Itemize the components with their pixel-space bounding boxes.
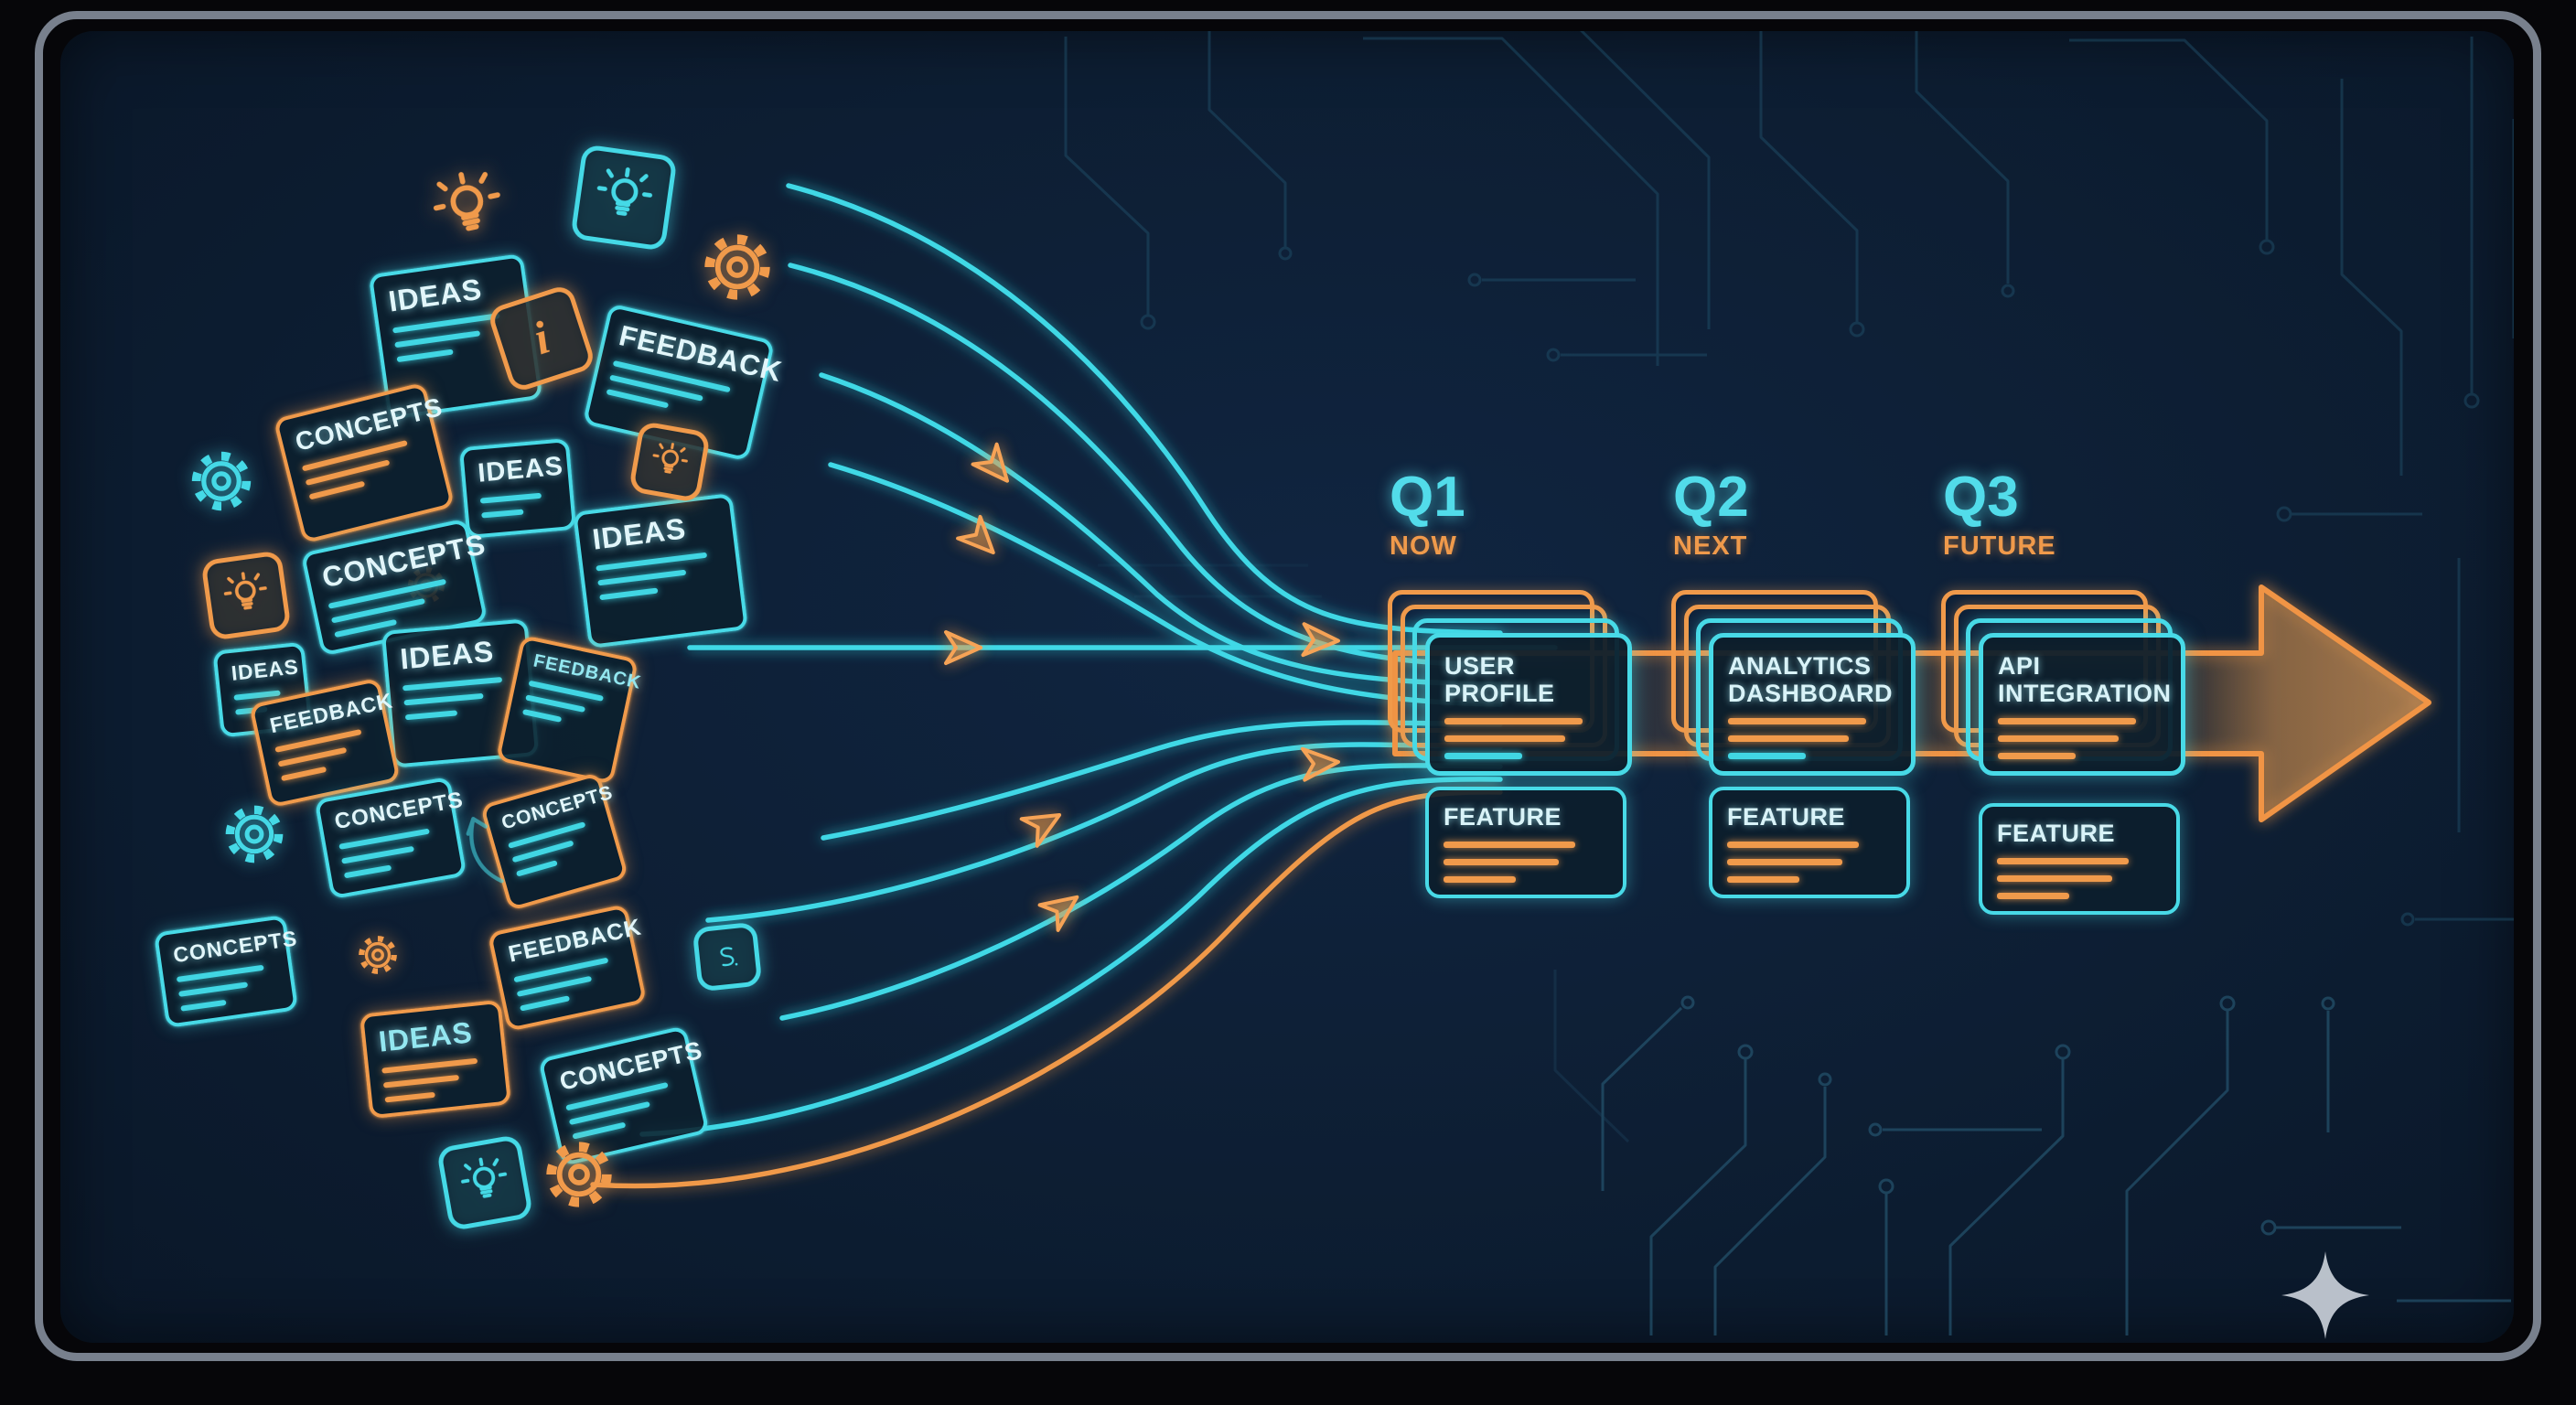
note-text-line	[596, 552, 708, 572]
roadmap-card-line	[1998, 735, 2120, 743]
phase-label: FUTURE	[1943, 531, 2056, 561]
note-card-concepts: CONCEPTS	[153, 914, 299, 1029]
note-card-ideas: IDEAS	[573, 492, 748, 649]
quarter-label: Q3	[1943, 466, 2019, 529]
gear-icon	[356, 933, 400, 977]
roadmap-card-line	[1728, 753, 1806, 760]
roadmap-card-line	[1728, 735, 1850, 743]
feature-card-line	[1997, 893, 2070, 900]
roadmap-card-title: USER PROFILE	[1444, 652, 1555, 708]
feature-card-line	[1444, 876, 1517, 884]
lightbulb-icon	[200, 550, 292, 641]
sparkle-icon	[2280, 1249, 2371, 1341]
note-text-line	[277, 746, 348, 767]
note-text-line	[481, 509, 524, 519]
note-text-line	[341, 845, 414, 864]
note-card-ideas: IDEAS	[458, 437, 577, 540]
roadmap-card: USER PROFILE	[1425, 633, 1632, 776]
roadmap-card: ANALYTICS DASHBOARD	[1709, 633, 1916, 776]
quarter-label: Q1	[1390, 466, 1465, 529]
quarter-label: Q2	[1673, 466, 1749, 529]
note-text-line	[521, 709, 563, 723]
roadmap-card-title: API INTEGRATION	[1998, 652, 2172, 708]
note-text-line	[308, 480, 365, 500]
gear-icon	[188, 447, 255, 515]
sketch-arrow-icon	[425, 796, 535, 906]
note-text-line	[381, 1057, 478, 1074]
feature-card-line	[1727, 876, 1800, 884]
note-card-label: IDEAS	[398, 634, 496, 676]
gear-icon	[700, 230, 775, 305]
note-text-line	[180, 999, 227, 1012]
note-text-line	[479, 492, 542, 504]
feature-card: FEATURE	[1709, 787, 1910, 898]
scribble-icon	[692, 921, 763, 992]
gear-icon	[221, 801, 287, 867]
roadmap-card-line	[1444, 718, 1583, 725]
phase-label: NEXT	[1673, 531, 1748, 561]
note-card-label: CONCEPTS	[171, 926, 299, 968]
note-text-line	[343, 864, 392, 879]
note-text-line	[404, 710, 458, 721]
circuit-background-pattern	[1064, 31, 2514, 1335]
note-card-label: IDEAS	[477, 451, 565, 488]
feature-card-line	[1997, 858, 2129, 865]
note-card-label: IDEAS	[590, 511, 689, 556]
roadmap-card-line	[1998, 753, 2076, 760]
roadmap-card-title: ANALYTICS DASHBOARD	[1728, 652, 1893, 708]
lightbulb-icon	[628, 420, 712, 504]
feature-card-line	[1444, 842, 1575, 849]
lightbulb-icon	[570, 144, 678, 252]
feature-card: FEATURE	[1425, 787, 1626, 898]
roadmap-card-line	[1444, 735, 1566, 743]
note-text-line	[520, 995, 570, 1012]
note-text-line	[382, 1074, 460, 1089]
note-text-line	[606, 389, 669, 409]
feature-card-title: FEATURE	[1997, 820, 2115, 847]
feature-card-line	[1727, 842, 1859, 849]
feature-card-line	[1997, 875, 2112, 883]
feature-card-title: FEATURE	[1444, 803, 1562, 831]
roadmap-card-line	[1728, 718, 1866, 725]
idea-stream-curves	[639, 183, 1558, 1137]
phase-label: NOW	[1390, 531, 1457, 561]
roadmap-card-line	[1444, 753, 1522, 760]
note-text-line	[394, 330, 480, 349]
note-text-line	[396, 349, 454, 363]
note-text-line	[402, 676, 503, 692]
info-icon: i	[486, 283, 597, 394]
note-text-line	[525, 694, 585, 713]
roadmap-card-line	[1998, 718, 2136, 725]
feature-card: FEATURE	[1979, 803, 2180, 915]
feature-card-line	[1727, 859, 1842, 866]
gear-icon	[542, 1137, 617, 1212]
note-text-line	[280, 766, 327, 782]
note-text-line	[403, 692, 484, 706]
note-text-line	[176, 964, 264, 983]
note-card-label: IDEAS	[377, 1015, 475, 1058]
lightbulb-icon	[421, 161, 516, 256]
feature-card-title: FEATURE	[1727, 803, 1845, 831]
feature-card-line	[1444, 859, 1559, 866]
note-text-line	[597, 569, 687, 586]
roadmap-card: API INTEGRATION	[1979, 633, 2185, 776]
note-card-label: IDEAS	[230, 655, 300, 685]
note-text-line	[178, 981, 249, 997]
note-text-line	[599, 587, 659, 601]
idea-stream-curve-orange	[590, 789, 1503, 1189]
note-text-line	[384, 1091, 435, 1103]
svg-text:i: i	[527, 312, 555, 366]
note-card-ideas: IDEAS	[359, 999, 512, 1120]
lightbulb-icon	[435, 1133, 534, 1232]
